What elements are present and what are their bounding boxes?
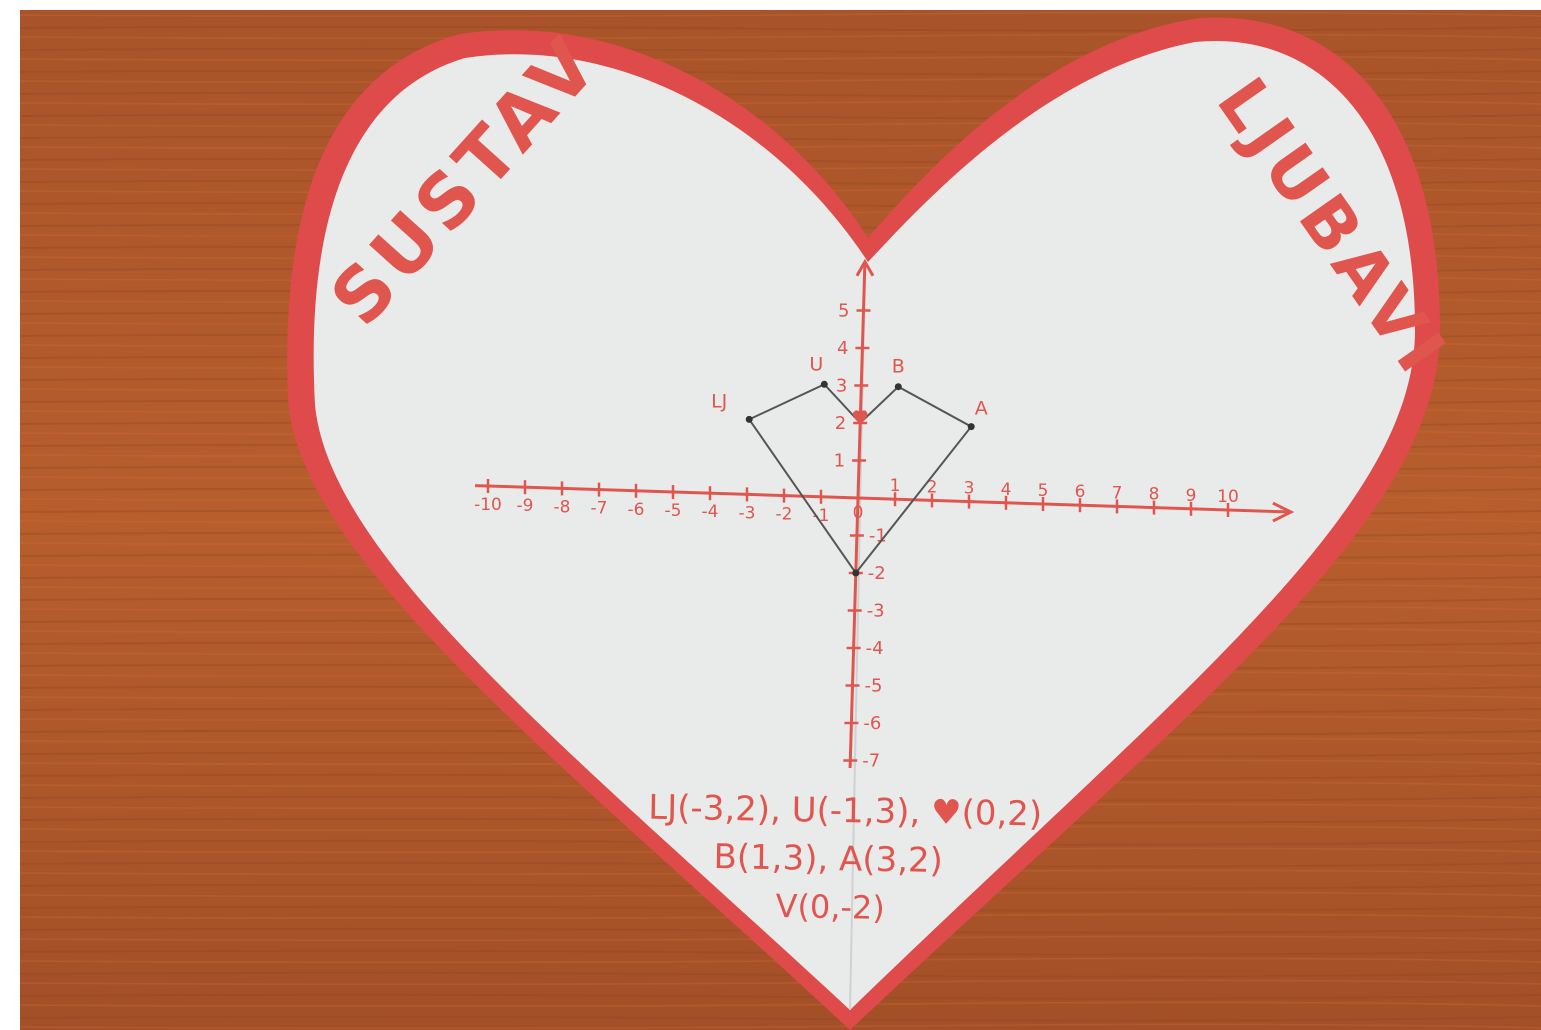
heart-paper — [313, 40, 1415, 1010]
x-tick-label: -2 — [776, 505, 793, 525]
annotation-line-2: B(1,3), A(3,2) — [713, 837, 943, 881]
x-tick-label: -1 — [813, 506, 830, 526]
y-axis — [848, 258, 875, 769]
y-tick-label: 5 — [838, 301, 849, 322]
point-label-lj: LJ — [711, 390, 727, 412]
annotation-line-3: V(0,-2) — [775, 887, 885, 927]
y-tick-label: -1 — [869, 526, 887, 547]
y-tick-label: -3 — [867, 601, 885, 622]
x-tick-label: -3 — [739, 503, 756, 523]
point-label-u: U — [809, 353, 823, 375]
point-v — [852, 569, 860, 577]
y-tick-label: -4 — [866, 638, 884, 659]
x-tick-label: -9 — [517, 496, 534, 516]
x-tick-label: 5 — [1038, 481, 1049, 501]
x-tick-label: 3 — [964, 479, 975, 499]
y-tick-label: 1 — [834, 451, 845, 472]
x-tick-label: -7 — [591, 499, 608, 519]
x-tick-label: 7 — [1112, 483, 1123, 503]
annotation-line-1: LJ(-3,2), U(-1,3), ♥(0,2) — [648, 788, 1043, 835]
x-tick-label: 4 — [1001, 480, 1012, 500]
x-tick-label: 6 — [1075, 482, 1086, 502]
point-b — [894, 383, 902, 391]
point-heart: ♥ — [851, 406, 869, 430]
y-axis-arrow — [855, 258, 875, 277]
x-axis-arrow — [1272, 501, 1295, 523]
x-tick-label: 0 — [853, 503, 864, 523]
x-tick-label: -4 — [702, 502, 719, 522]
y-tick-label: -6 — [863, 713, 881, 734]
x-tick-label: -5 — [665, 501, 682, 521]
x-tick-label: -10 — [474, 495, 502, 515]
point-u — [820, 380, 828, 388]
y-tick-label: 4 — [837, 338, 848, 359]
y-ticks: 5 4 3 2 1 -1 -2 -3 -4 -5 -6 -7 — [834, 301, 887, 772]
x-tick-label: 2 — [927, 477, 938, 497]
x-tick-label: 1 — [890, 476, 901, 496]
x-tick-label: 10 — [1217, 487, 1239, 507]
y-tick-label: -2 — [868, 563, 886, 584]
y-tick-label: -7 — [862, 751, 880, 772]
x-tick-label: -8 — [554, 497, 571, 517]
plotted-points: LJ U ♥ B A — [711, 353, 988, 577]
y-tick-label: 3 — [836, 376, 847, 397]
x-tick-label: 8 — [1149, 485, 1160, 505]
y-tick-label: 2 — [835, 413, 846, 434]
point-label-b: B — [892, 356, 905, 378]
x-tick-label: 9 — [1186, 486, 1197, 506]
x-tick-label: -6 — [628, 500, 645, 520]
y-tick-label: -5 — [865, 676, 883, 697]
y-axis-line — [848, 261, 867, 769]
point-a — [967, 423, 975, 431]
point-label-a: A — [975, 398, 988, 420]
point-lj — [745, 415, 753, 423]
